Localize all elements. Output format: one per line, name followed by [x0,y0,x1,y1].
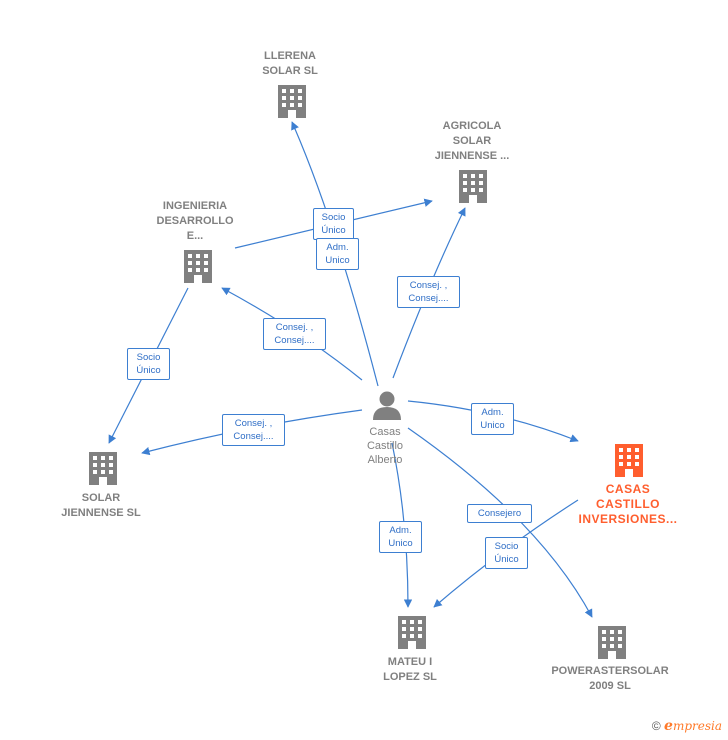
building-icon[interactable] [459,170,487,203]
edge-label-socio-unico[interactable]: Socio Único [313,208,354,240]
node-agricola-solar-jiennense[interactable]: AGRICOLA SOLAR JIENNENSE ... [434,120,510,162]
copyright-footer: © empresia [652,718,722,734]
edge-label-consejero[interactable]: Consejero [467,504,532,523]
edge-label-adm-unico[interactable]: Adm. Unico [471,403,514,435]
edge-label-socio-unico[interactable]: Socio Único [485,537,528,569]
building-icon[interactable] [89,452,117,485]
node-llerena-solar[interactable]: LLERENA SOLAR SL [262,50,318,77]
building-icon[interactable] [598,626,626,659]
building-icon[interactable] [278,85,306,118]
node-powerastersolar[interactable]: POWERASTERSOLAR 2009 SL [551,665,669,692]
node-person-casas-castillo-alberto[interactable]: Casas Castillo Alberto [366,426,404,466]
empresia-logo[interactable]: empresia [664,718,722,734]
person-icon[interactable] [373,391,401,421]
edge-label-adm-unico[interactable]: Adm. Unico [316,238,359,270]
edge-label-consej[interactable]: Consej. , Consej.... [263,318,326,350]
node-ingenieria-desarrollo[interactable]: INGENIERIA DESARROLLO E... [156,200,234,242]
copyright-icon: © [651,719,661,733]
edge-label-consej[interactable]: Consej. , Consej.... [397,276,460,308]
node-casas-castillo-inversiones[interactable]: CASAS CASTILLO INVERSIONES... [578,482,678,526]
edge-label-consej[interactable]: Consej. , Consej.... [222,414,285,446]
edge-label-adm-unico[interactable]: Adm. Unico [379,521,422,553]
edge-label-socio-unico[interactable]: Socio Único [127,348,170,380]
node-mateu-i-lopez[interactable]: MATEU I LOPEZ SL [383,656,437,683]
building-icon[interactable] [184,250,212,283]
building-icon-focus[interactable] [615,444,643,477]
node-solar-jiennense[interactable]: SOLAR JIENNENSE SL [61,492,141,519]
building-icon[interactable] [398,616,426,649]
